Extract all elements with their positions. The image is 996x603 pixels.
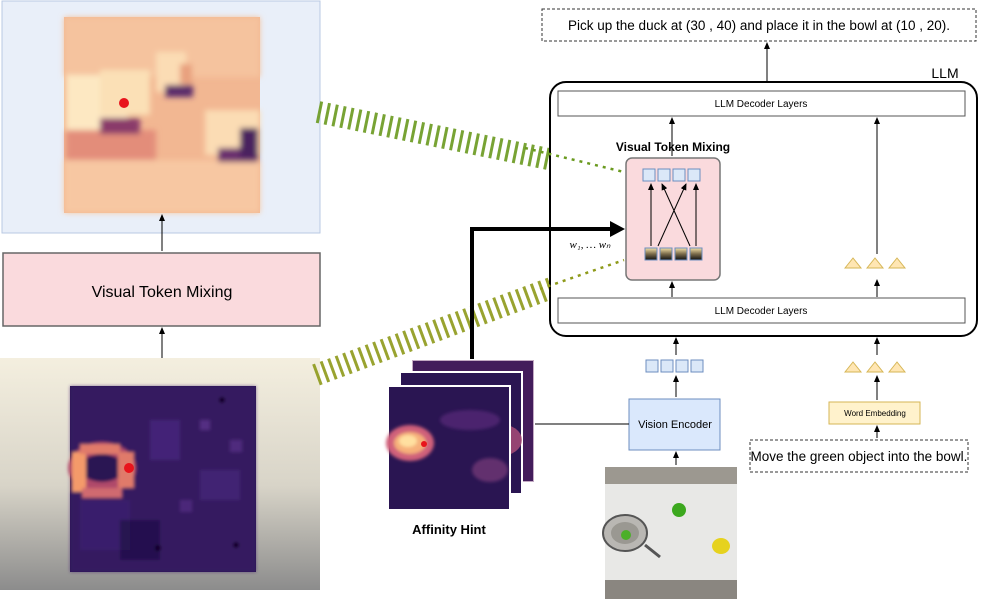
vision-encoder-box <box>628 398 721 451</box>
visual-token-mixing-box-left <box>2 252 321 327</box>
affinity-hint-stack <box>386 359 535 511</box>
decoder-top-label: LLM Decoder Layers <box>715 99 808 110</box>
green-object <box>672 503 686 517</box>
mixed-token-row <box>642 168 701 182</box>
output-heatmap-panel <box>1 0 321 234</box>
input-affinity-heatmap <box>68 386 256 572</box>
vtm-inner-title: Visual Token Mixing <box>616 140 730 154</box>
visual-token-row-outer <box>645 359 704 373</box>
target-point-output <box>119 98 129 108</box>
output-instruction-text: Pick up the duck at (30 , 40) and place … <box>568 18 950 33</box>
word-embedding-label: Word Embedding <box>844 409 906 418</box>
llm-label: LLM <box>931 65 958 81</box>
target-point-affinity <box>421 441 427 447</box>
word-tokens-label: w₁, … wₙ <box>570 239 612 251</box>
input-token-row <box>644 247 703 261</box>
zoom-connector-top-thin <box>524 146 625 174</box>
scene-image <box>602 467 737 599</box>
input-heatmap-panel <box>0 358 320 590</box>
affinity-hint-label: Affinity Hint <box>412 522 486 537</box>
decoder-bottom-label: LLM Decoder Layers <box>715 306 808 317</box>
input-instruction-box <box>749 439 969 473</box>
llm-decoder-layers-bottom <box>557 297 966 324</box>
zoom-connector-bottom-thin <box>539 258 625 291</box>
vtm-left-label: Visual Token Mixing <box>92 284 233 301</box>
mixing-arrows <box>648 183 699 247</box>
text-token-row-inner <box>843 257 907 269</box>
vision-encoder-label: Vision Encoder <box>638 419 712 431</box>
output-instruction-box <box>541 8 977 42</box>
affinity-hint-arrow <box>470 227 612 362</box>
duck-object <box>712 538 730 554</box>
input-instruction-text: Move the green object into the bowl. <box>751 449 968 464</box>
llm-decoder-layers-top <box>557 90 966 117</box>
output-affinity-heatmap <box>64 17 260 213</box>
text-token-row-outer <box>843 361 907 373</box>
word-embedding-box <box>828 401 921 425</box>
target-point-input <box>124 463 134 473</box>
